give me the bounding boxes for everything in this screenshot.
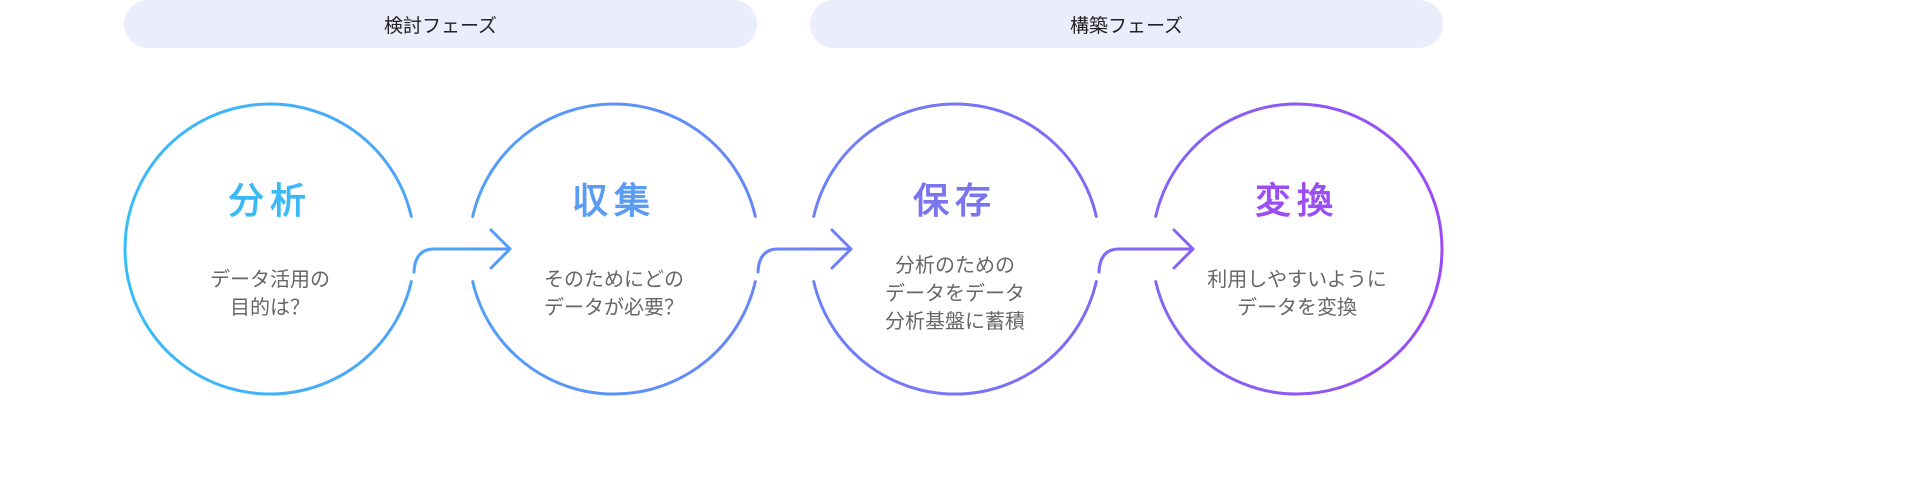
- step-title: 変換: [1254, 181, 1339, 222]
- description-line: データ活用の: [210, 267, 330, 291]
- description-line: そのためにどの: [544, 267, 684, 291]
- step-description: データ活用の目的は？: [125, 248, 415, 338]
- description-line: データが必要？: [544, 295, 684, 319]
- step-node: 保存分析のためのデータをデータ分析基盤に蓄積: [810, 0, 1100, 486]
- step-description: そのためにどのデータが必要？: [469, 248, 759, 338]
- step-node: 分析データ活用の目的は？: [125, 0, 415, 486]
- step-circle: [1154, 102, 1444, 396]
- step-circle: [123, 102, 413, 396]
- arrow-right-icon: [1097, 228, 1195, 274]
- step-title: 収集: [571, 181, 656, 222]
- step-circle: [812, 102, 1098, 396]
- description-line: 目的は？: [230, 295, 310, 319]
- phase-label: 検討フェーズ: [383, 14, 498, 37]
- description-line: 利用しやすいように: [1207, 267, 1387, 291]
- description-line: データをデータ: [885, 281, 1025, 305]
- step-description: 分析のためのデータをデータ分析基盤に蓄積: [810, 248, 1100, 338]
- description-line: 分析基盤に蓄積: [885, 309, 1025, 333]
- description-line: データを変換: [1237, 295, 1357, 319]
- step-description: 利用しやすいようにデータを変換: [1152, 248, 1442, 338]
- phase-pill-build: 構築フェーズ: [810, 0, 1443, 48]
- description-line: 分析のための: [895, 253, 1015, 277]
- phase-pill-review: 検討フェーズ: [124, 0, 757, 48]
- step-circle: [471, 102, 757, 396]
- arrow-right-icon: [412, 228, 512, 274]
- phase-label: 構築フェーズ: [1069, 14, 1184, 37]
- step-node: 変換利用しやすいようにデータを変換: [1152, 0, 1442, 486]
- step-title: 分析: [227, 181, 312, 222]
- step-title: 保存: [912, 181, 997, 222]
- step-node: 収集そのためにどのデータが必要？: [469, 0, 759, 486]
- arrow-right-icon: [756, 228, 853, 274]
